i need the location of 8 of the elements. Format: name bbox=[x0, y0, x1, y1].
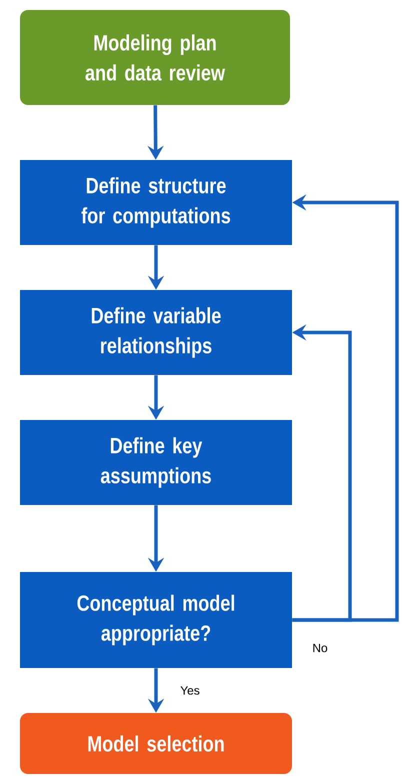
process-box: Define structure for computations bbox=[20, 160, 292, 245]
end-box: Model selection bbox=[20, 713, 292, 774]
process-box: Define variable relationships bbox=[20, 290, 292, 375]
edge-label: Yes bbox=[179, 685, 201, 696]
start-box: Modeling plan and data review bbox=[20, 10, 290, 105]
decision-box: Conceptual model appropriate? bbox=[20, 572, 292, 668]
edge-label: No bbox=[311, 642, 329, 654]
process-box: Define key assumptions bbox=[20, 420, 292, 505]
